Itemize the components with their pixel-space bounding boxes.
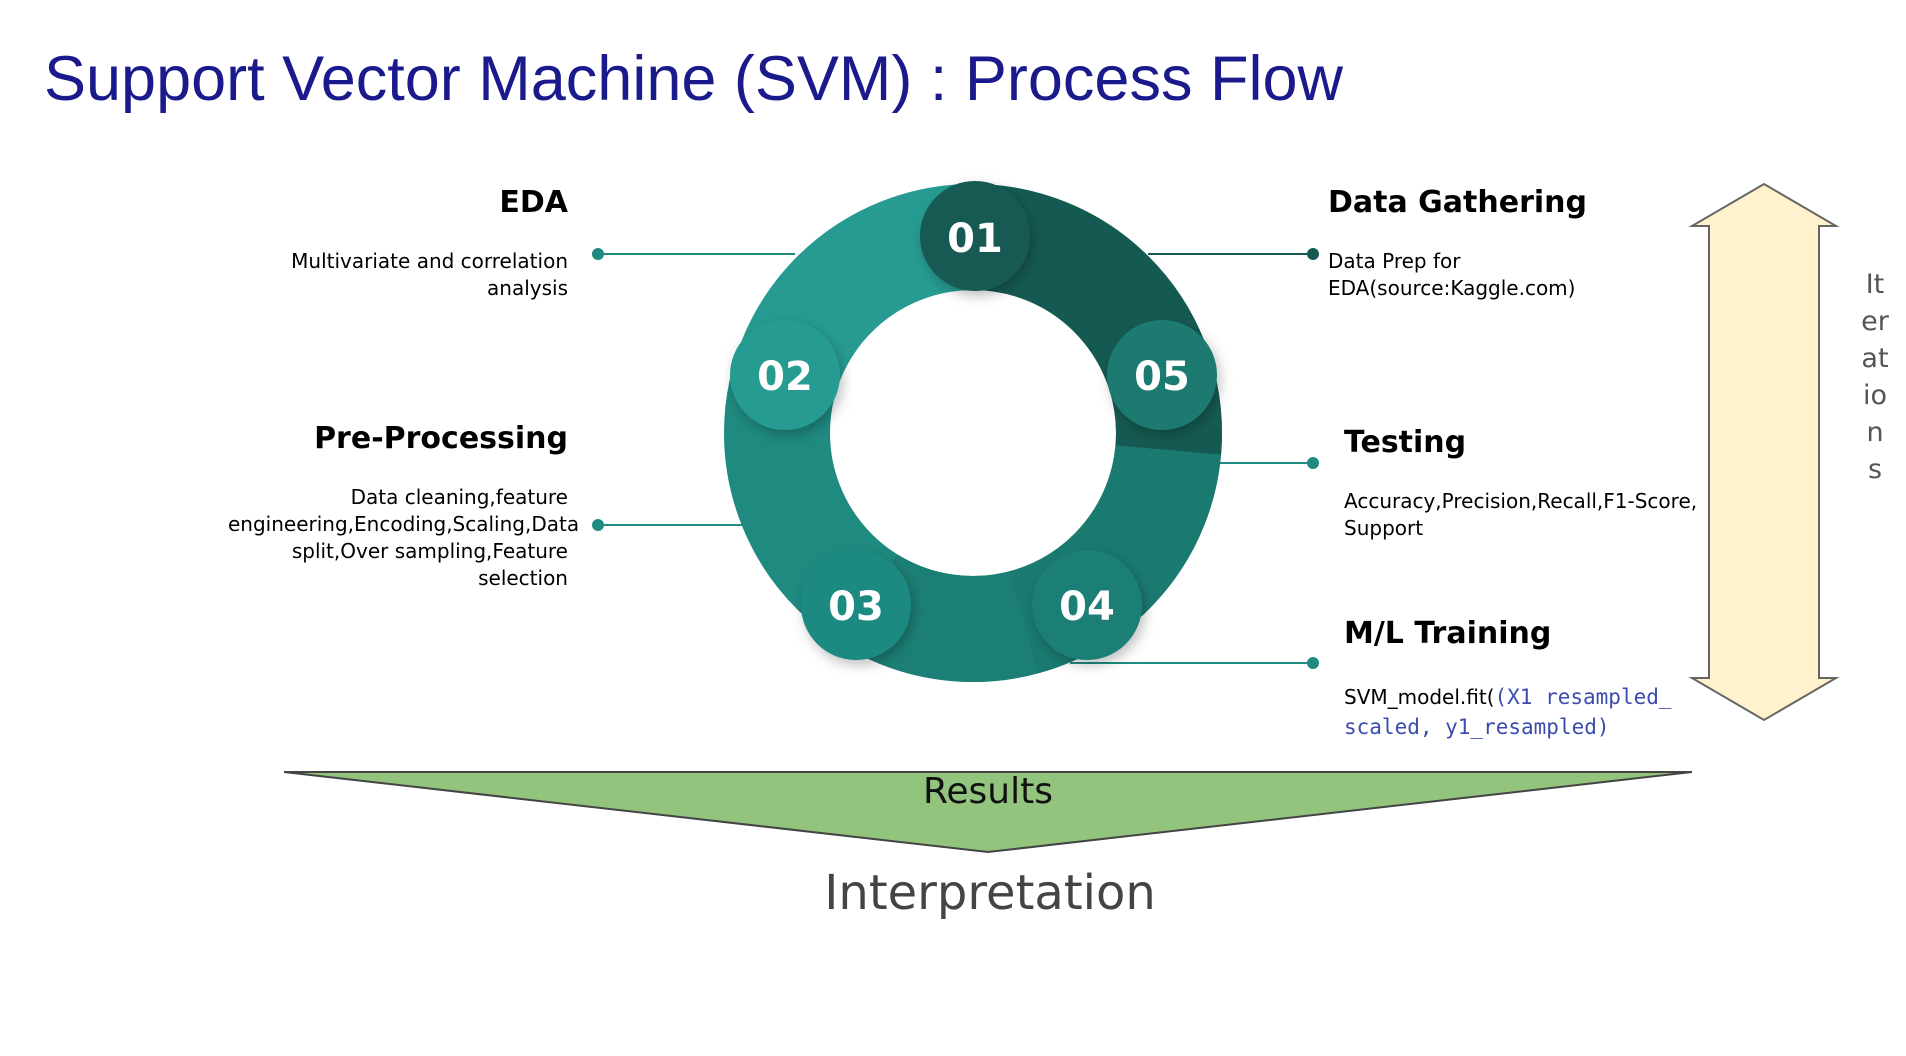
results-label: Results <box>923 771 1053 812</box>
step-heading-testing: Testing <box>1344 425 1467 460</box>
step-heading-pre-processing: Pre-Processing <box>314 421 568 456</box>
step-description-testing: Accuracy,Precision,Recall,F1-Score, Supp… <box>1344 489 1698 540</box>
step-number-01: 01 <box>947 216 1003 262</box>
iterations-label: Iterations <box>1861 269 1889 485</box>
step-description-ml-training: SVM_model.fit((X1 resampled_ scaled, y1_… <box>1344 682 1724 742</box>
results-banner <box>283 771 1693 854</box>
step-description-data-gathering: Data Prep for EDA(source:Kaggle.com) <box>1328 249 1576 300</box>
step-description-eda: Multivariate and correlation analysis <box>291 249 568 300</box>
step-badge-01: 01 <box>920 181 1030 291</box>
step-heading-data-gathering: Data Gathering <box>1328 185 1587 220</box>
connector-dot-eda <box>592 248 604 260</box>
step-badge-05: 05 <box>1107 320 1217 430</box>
connector-dot-data-gathering <box>1307 248 1319 260</box>
step-number-04: 04 <box>1059 584 1115 630</box>
connector-dot-ml-training <box>1307 657 1319 669</box>
code-call-prefix: SVM_model.fit( <box>1344 685 1495 709</box>
interpretation-label: Interpretation <box>824 865 1156 921</box>
code-call-arguments: (X1 resampled_ scaled, y1_resampled) <box>1344 685 1672 739</box>
step-heading-eda: EDA <box>499 185 568 220</box>
connectors <box>592 248 1319 669</box>
step-number-05: 05 <box>1134 354 1190 400</box>
step-badge-02: 02 <box>730 320 840 430</box>
step-number-03: 03 <box>828 584 884 630</box>
page-title: Support Vector Machine (SVM) : Process F… <box>44 44 1343 114</box>
step-description-pre-processing: Data cleaning,feature engineering,Encodi… <box>228 485 580 590</box>
step-heading-ml-training: M/L Training <box>1344 616 1552 651</box>
connector-dot-pre-processing <box>592 519 604 531</box>
iterations-double-arrow-icon <box>1688 182 1840 722</box>
step-badge-03: 03 <box>801 550 911 660</box>
connector-dot-testing <box>1307 457 1319 469</box>
step-badge-04: 04 <box>1032 550 1142 660</box>
step-number-02: 02 <box>757 354 813 400</box>
